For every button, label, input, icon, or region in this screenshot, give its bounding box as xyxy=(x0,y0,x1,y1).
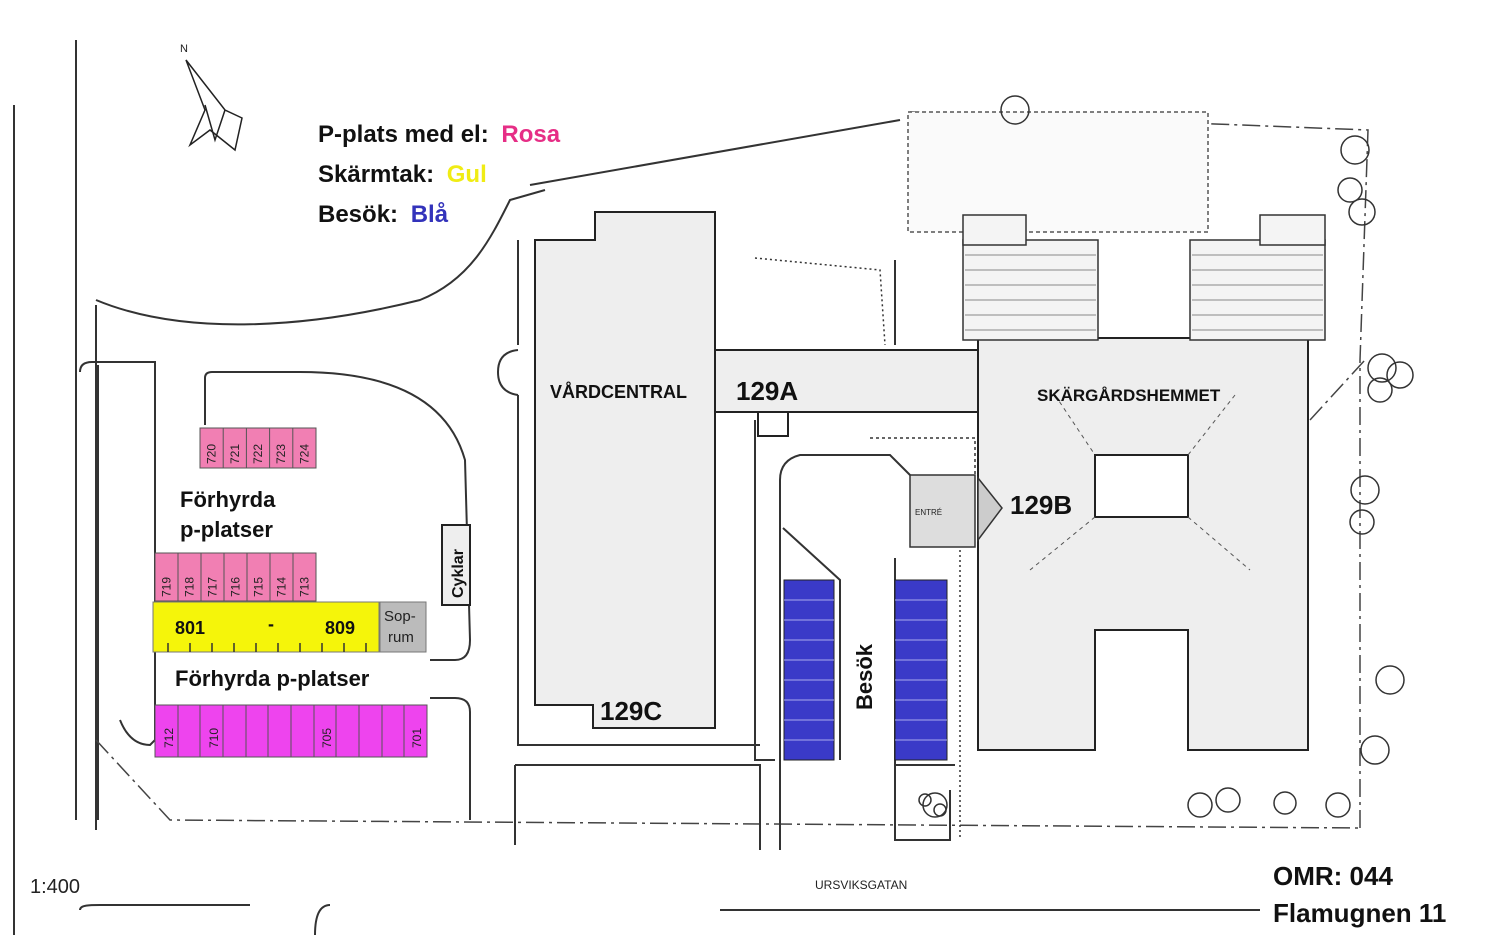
forhyrda-upper-line2: p-platser xyxy=(180,517,273,542)
spot-712: 712 xyxy=(162,728,176,748)
left-lot-outline xyxy=(79,361,156,747)
besok-right-outline xyxy=(894,760,955,841)
legend: P-plats med el: Rosa Skärmtak: Gul Besök… xyxy=(318,121,561,228)
svg-text:Besök: Blå: Besök: Blå xyxy=(318,201,449,228)
spot-724: 724 xyxy=(297,444,311,464)
connector-foot xyxy=(757,411,789,437)
legend-tak-label: Skärmtak: xyxy=(318,161,434,188)
roof-hatch xyxy=(965,254,1323,331)
spot-718: 718 xyxy=(183,577,197,597)
roof-wings xyxy=(962,214,1326,341)
connector-corridor xyxy=(714,349,981,413)
legend-besok-value: Blå xyxy=(411,201,449,228)
entrance-block xyxy=(909,474,976,548)
spot-716: 716 xyxy=(229,577,243,597)
entrance-129a: 129A xyxy=(736,376,798,406)
property-label: Flamugnen 11 xyxy=(1273,898,1446,928)
besok-parking-left[interactable] xyxy=(783,579,835,761)
forhyrda-upper-line1: Förhyrda xyxy=(180,487,276,512)
courtyard xyxy=(1094,454,1189,518)
besok-label: Besök xyxy=(852,643,877,710)
road-lines xyxy=(13,40,1260,935)
svg-text:Skärmtak: Gul: Skärmtak: Gul xyxy=(318,161,487,188)
spot-723: 723 xyxy=(274,444,288,464)
entrance-dotted-frame xyxy=(870,437,976,475)
skargardshemmet-building xyxy=(977,337,1309,751)
legend-tak-value: Gul xyxy=(447,161,487,188)
carport-ticks xyxy=(167,643,367,652)
parking-row-top-spots: 720 721 722 723 724 xyxy=(205,428,311,468)
skargardshemmet-label: SKÄRGÅRDSHEMMET xyxy=(1037,386,1221,405)
spot-701: 701 xyxy=(410,728,424,748)
parking-row-bottom-dividers xyxy=(177,705,405,757)
spot-705: 705 xyxy=(320,728,334,748)
cyklar-label: Cyklar xyxy=(450,549,467,598)
forhyrda-lower: Förhyrda p-platser xyxy=(175,666,370,691)
spot-717: 717 xyxy=(206,577,220,597)
vardcentral-outline-outer xyxy=(517,240,760,746)
besok-parking-right[interactable] xyxy=(894,579,948,761)
legend-besok-label: Besök: xyxy=(318,201,398,228)
scale-label: 1:400 xyxy=(30,876,80,898)
cyklar-box xyxy=(441,524,471,606)
property-boundary xyxy=(95,111,1369,829)
legend-el-value: Rosa xyxy=(501,121,560,148)
north-arrow xyxy=(185,59,243,152)
carport-dash-label: - xyxy=(268,614,274,634)
entrance-129b: 129B xyxy=(1010,490,1072,520)
entre-label: ENTRÉ xyxy=(915,508,942,517)
spot-719: 719 xyxy=(160,577,174,597)
spot-714: 714 xyxy=(275,577,289,597)
spot-715: 715 xyxy=(252,577,266,597)
vardcentral-building xyxy=(534,211,716,729)
vardcentral-pavement xyxy=(754,257,886,346)
legend-el-label: P-plats med el: xyxy=(318,121,489,148)
spot-720: 720 xyxy=(205,444,219,464)
soprum-box xyxy=(379,601,427,653)
trees xyxy=(918,95,1414,818)
vardcentral-bump xyxy=(496,349,519,396)
soprum-label-1: Sop- xyxy=(384,608,416,625)
north-label: N xyxy=(180,43,188,55)
parking-row-middle-spots: 719 718 717 716 715 714 713 xyxy=(160,553,312,601)
carport-end-label: 809 xyxy=(325,618,355,638)
svg-text:P-plats med el: Rosa: P-plats med el: Rosa xyxy=(318,121,561,148)
grass-area xyxy=(907,111,1209,233)
entrance-129c: 129C xyxy=(600,696,662,726)
spot-721: 721 xyxy=(228,444,242,464)
parking-row-middle: 719 718 717 716 715 714 713 xyxy=(154,552,317,602)
spot-722: 722 xyxy=(251,444,265,464)
left-lot-road xyxy=(204,371,472,661)
vardcentral-label: VÅRDCENTRAL xyxy=(550,382,687,402)
soprum-label-2: rum xyxy=(388,629,414,646)
parking-row-bottom: 712 710 705 701 xyxy=(154,704,428,758)
parking-row-top: 720 721 722 723 724 xyxy=(199,427,317,469)
omr-label: OMR: 044 xyxy=(1273,861,1393,891)
street-label: URSVIKSGATAN xyxy=(815,878,907,892)
spot-710: 710 xyxy=(207,728,221,748)
walkway-between xyxy=(754,420,775,761)
carport-start-label: 801 xyxy=(175,618,205,638)
entrance-steps xyxy=(977,475,1003,543)
lower-lot-road xyxy=(430,697,471,820)
spot-713: 713 xyxy=(298,577,312,597)
walkway-outline xyxy=(514,454,911,850)
